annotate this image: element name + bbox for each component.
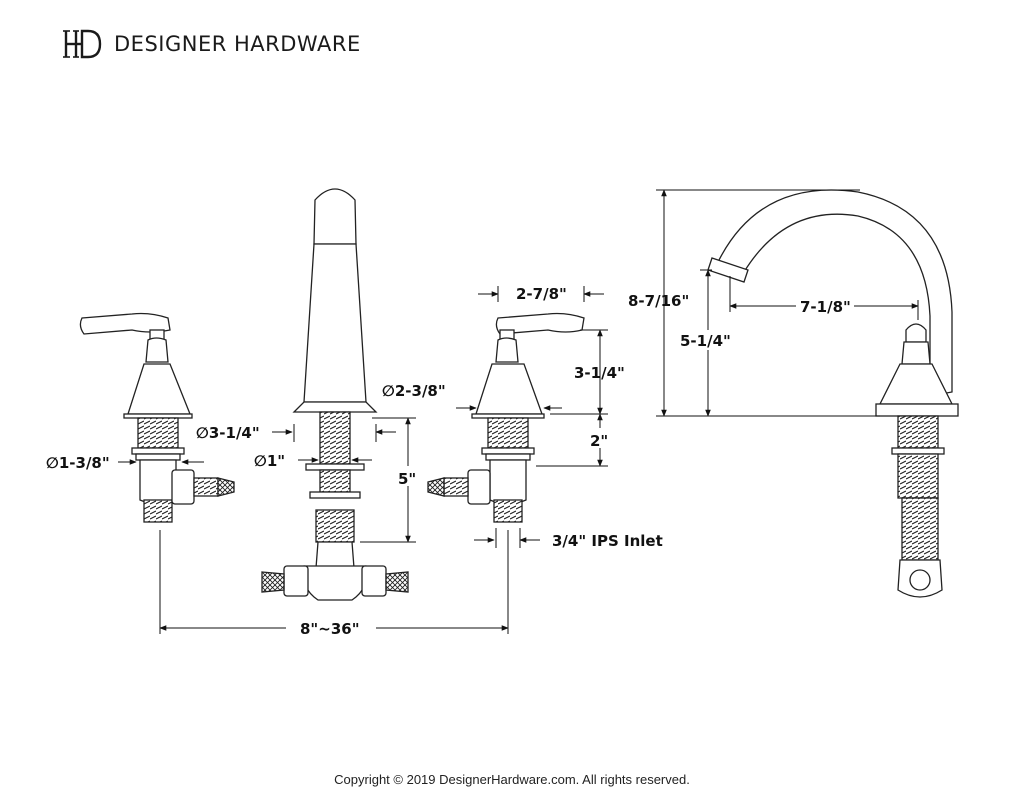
spread-dimension-label: 8"~36" — [300, 620, 360, 638]
valve-height-label: 3-1/4" — [574, 364, 625, 382]
designer-hardware-logo-icon — [63, 29, 102, 59]
spout-shank-diameter-label: ∅1" — [254, 452, 285, 470]
brand-header: DESIGNER HARDWARE — [62, 26, 361, 62]
shank-length-label: 2" — [590, 432, 608, 450]
spout-reach-label: 7-1/8" — [800, 298, 851, 316]
dimension-lines — [118, 189, 919, 634]
copyright-notice: Copyright © 2019 DesignerHardware.com. A… — [334, 772, 690, 787]
spout-base-diameter-label: ∅3-1/4" — [196, 424, 260, 442]
center-spout — [261, 188, 409, 601]
handle-shank-diameter-label: ∅1-3/8" — [46, 454, 110, 472]
left-handle-valve — [79, 312, 235, 523]
spout-shank-length-label: 5" — [398, 470, 416, 488]
overall-height-label: 8-7/16" — [628, 292, 689, 310]
inlet-size-label: 3/4" IPS Inlet — [552, 532, 663, 550]
spout-height-label: 5-1/4" — [680, 332, 731, 350]
brand-name: DESIGNER HARDWARE — [114, 32, 361, 56]
valve-body-width-label: 2-7/8" — [516, 285, 567, 303]
side-view-faucet — [707, 189, 959, 598]
right-handle-valve — [427, 312, 585, 523]
valve-base-diameter-label: ∅2-3/8" — [382, 382, 446, 400]
